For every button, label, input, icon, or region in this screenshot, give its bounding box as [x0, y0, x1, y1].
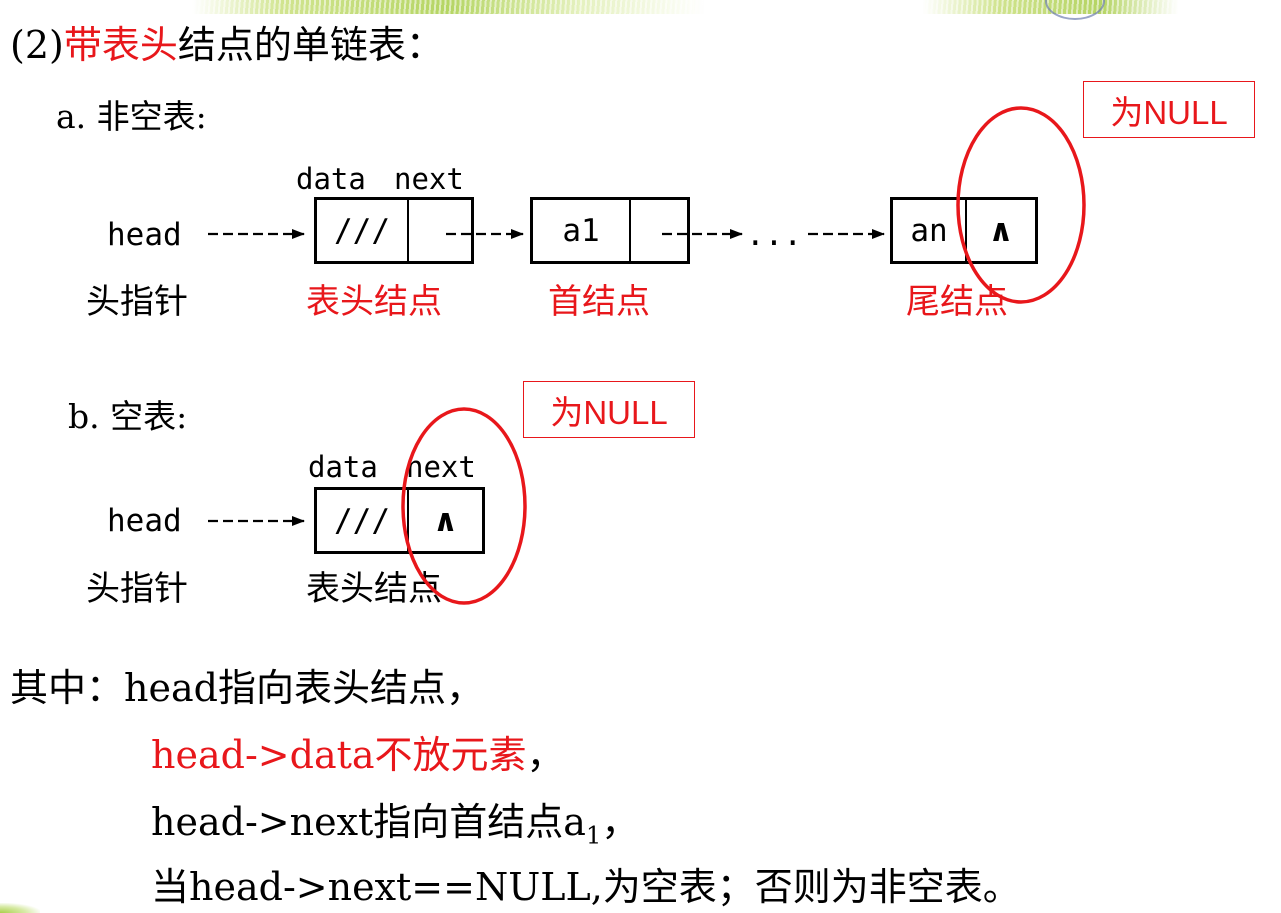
top-decoration	[0, 0, 1281, 14]
notes-text-2: head->data不放元素	[151, 733, 527, 777]
notes-line-1: 其中：head指向表头结点，	[10, 657, 484, 712]
first-node: a1	[530, 197, 690, 264]
head-label-b: head	[107, 503, 182, 539]
first-node-caption: 首结点	[548, 282, 650, 322]
section-b-label: b. 空表:	[68, 397, 188, 436]
header-node-data-b: ///	[317, 490, 409, 551]
notes-text-3-sub: 1	[585, 821, 602, 850]
tail-node-data: an	[893, 200, 967, 261]
notes-line-4: 当head->next==NULL,为空表；否则为非空表。	[151, 865, 1021, 909]
header-node-a: ///	[314, 197, 474, 264]
field-label-next-a: next	[394, 162, 464, 196]
first-node-data: a1	[533, 200, 631, 261]
highlight-ellipse-a	[956, 106, 1086, 304]
section-a-label: a. 非空表:	[56, 97, 207, 136]
header-node-b: /// ∧	[314, 487, 485, 554]
header-node-null-symbol-b: ∧	[432, 502, 459, 539]
tail-node-null-symbol: ∧	[988, 212, 1014, 249]
ellipsis: ...	[746, 217, 802, 253]
notes-lead: 其中：	[10, 666, 125, 710]
title-rest: 结点的单链表：	[177, 23, 444, 67]
header-node-caption-b: 表头结点	[306, 569, 442, 609]
notes-text-2-tail: ，	[526, 733, 565, 777]
title-highlight: 带表头	[63, 23, 178, 67]
slide-title: (2)带表头结点的单链表：	[10, 14, 444, 69]
notes-text-1: head指向表头结点，	[124, 666, 484, 710]
head-caption-b: 头指针	[86, 569, 188, 609]
field-label-data-a: data	[296, 162, 366, 196]
header-node-data-a: ///	[317, 200, 409, 261]
highlight-ellipse-b	[401, 407, 527, 605]
null-note-b: 为NULL	[523, 381, 695, 438]
header-node-caption-a: 表头结点	[306, 282, 442, 322]
head-caption-a: 头指针	[86, 282, 188, 322]
notes-line-3: head->next指向首结点a1，	[151, 791, 639, 850]
head-label-a: head	[107, 217, 182, 253]
notes-text-3: head->next指向首结点a	[151, 800, 586, 844]
tail-node: an ∧	[890, 197, 1038, 264]
field-label-next-b: next	[406, 450, 476, 484]
title-prefix: (2)	[10, 23, 64, 67]
notes-text-3-tail: ，	[601, 800, 640, 844]
notes-line-2: head->data不放元素，	[151, 724, 565, 779]
corner-decoration	[0, 903, 40, 913]
field-label-data-b: data	[308, 450, 378, 484]
null-note-a: 为NULL	[1083, 81, 1255, 138]
